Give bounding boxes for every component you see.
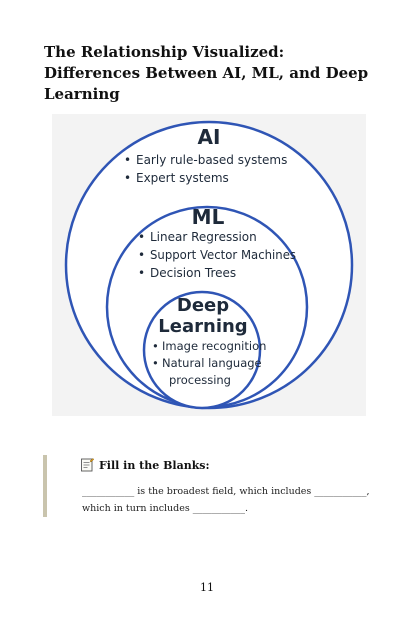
exercise-line-1: ___________ is the broadest field, which… [82,486,370,497]
dl-item-processing: processing [169,373,231,387]
ai-heading: AI [198,125,221,149]
ai-item-expert-systems: Expert systems [136,171,229,185]
page-number: 11 [200,581,214,594]
ml-bullet: • [138,248,145,262]
exercise-heading: Fill in the Blanks: [81,458,210,472]
ml-bullet: • [138,230,145,244]
ml-item-svm: Support Vector Machines [150,248,296,262]
dl-bullet: • [152,339,159,353]
memo-icon [81,458,95,472]
deep-learning-ring [142,290,262,410]
ai-ml-dl-diagram: AI • Early rule-based systems • Expert s… [52,114,366,416]
ml-bullet: • [138,266,145,280]
ai-bullet: • [124,171,131,185]
dl-bullet: • [152,356,159,370]
dl-item-image-recognition: Image recognition [162,339,266,353]
dl-heading-line1: Deep [177,295,229,316]
ml-heading: ML [192,205,225,229]
ai-bullet: • [124,153,131,167]
exercise-title: Fill in the Blanks: [99,458,210,472]
fill-in-blanks-exercise: Fill in the Blanks: ___________ is the b… [43,455,383,517]
ml-item-decision-trees: Decision Trees [150,266,236,280]
nested-circles-diagram: AI • Early rule-based systems • Expert s… [64,120,354,410]
ml-item-linear-regression: Linear Regression [150,230,257,244]
exercise-body: ___________ is the broadest field, which… [82,483,382,517]
exercise-line-2: which in turn includes ___________. [82,503,249,514]
dl-item-natural-language: Natural language [162,356,262,370]
page-title: The Relationship Visualized: Differences… [44,43,369,103]
dl-heading-line2: Learning [158,316,247,337]
ai-item-rule-based: Early rule-based systems [136,153,287,167]
